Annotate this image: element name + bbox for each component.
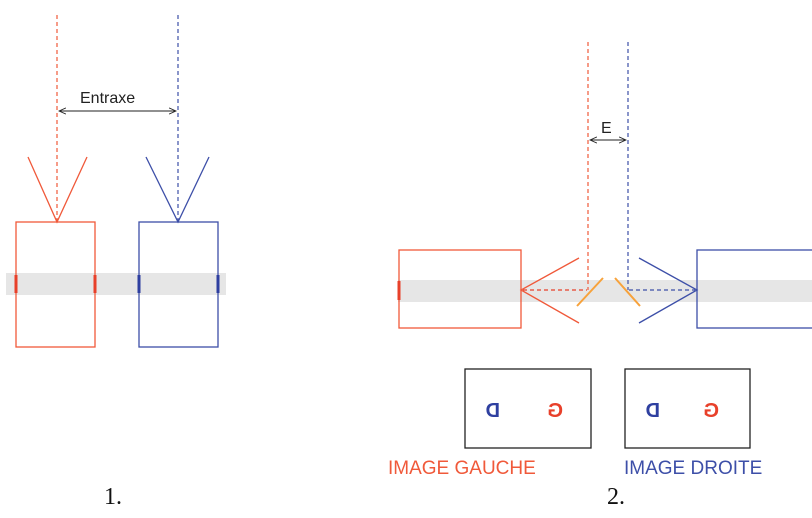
left-image-letter-g: G: [547, 400, 563, 422]
panel1-gray-band: [6, 273, 226, 295]
left-image-caption: IMAGE GAUCHE: [388, 458, 536, 479]
panel2-blue-cone: [638, 257, 699, 324]
panel-1: Entraxe 1.: [6, 15, 226, 510]
panel2-left-mirror: [576, 277, 604, 307]
panel2-blue-projector: [696, 249, 812, 329]
entraxe-label: Entraxe: [80, 90, 135, 107]
right-image-frame: [624, 368, 751, 449]
panel1-number: 1.: [104, 484, 122, 510]
panel-2: E D G IMAGE GAUCHE D G IMAGE DROITE 2.: [388, 42, 812, 510]
left-image-frame: [464, 368, 592, 449]
panel2-right-mirror: [614, 277, 641, 307]
panel2-red-cone: [519, 257, 580, 324]
left-image-letter-d: D: [486, 400, 500, 422]
right-image-letter-d: D: [646, 400, 660, 422]
panel2-number: 2.: [607, 484, 625, 510]
e-label: E: [601, 120, 612, 137]
right-image-letter-g: G: [703, 400, 719, 422]
panel2-gray-band: [398, 280, 812, 302]
right-image-caption: IMAGE DROITE: [624, 458, 762, 479]
